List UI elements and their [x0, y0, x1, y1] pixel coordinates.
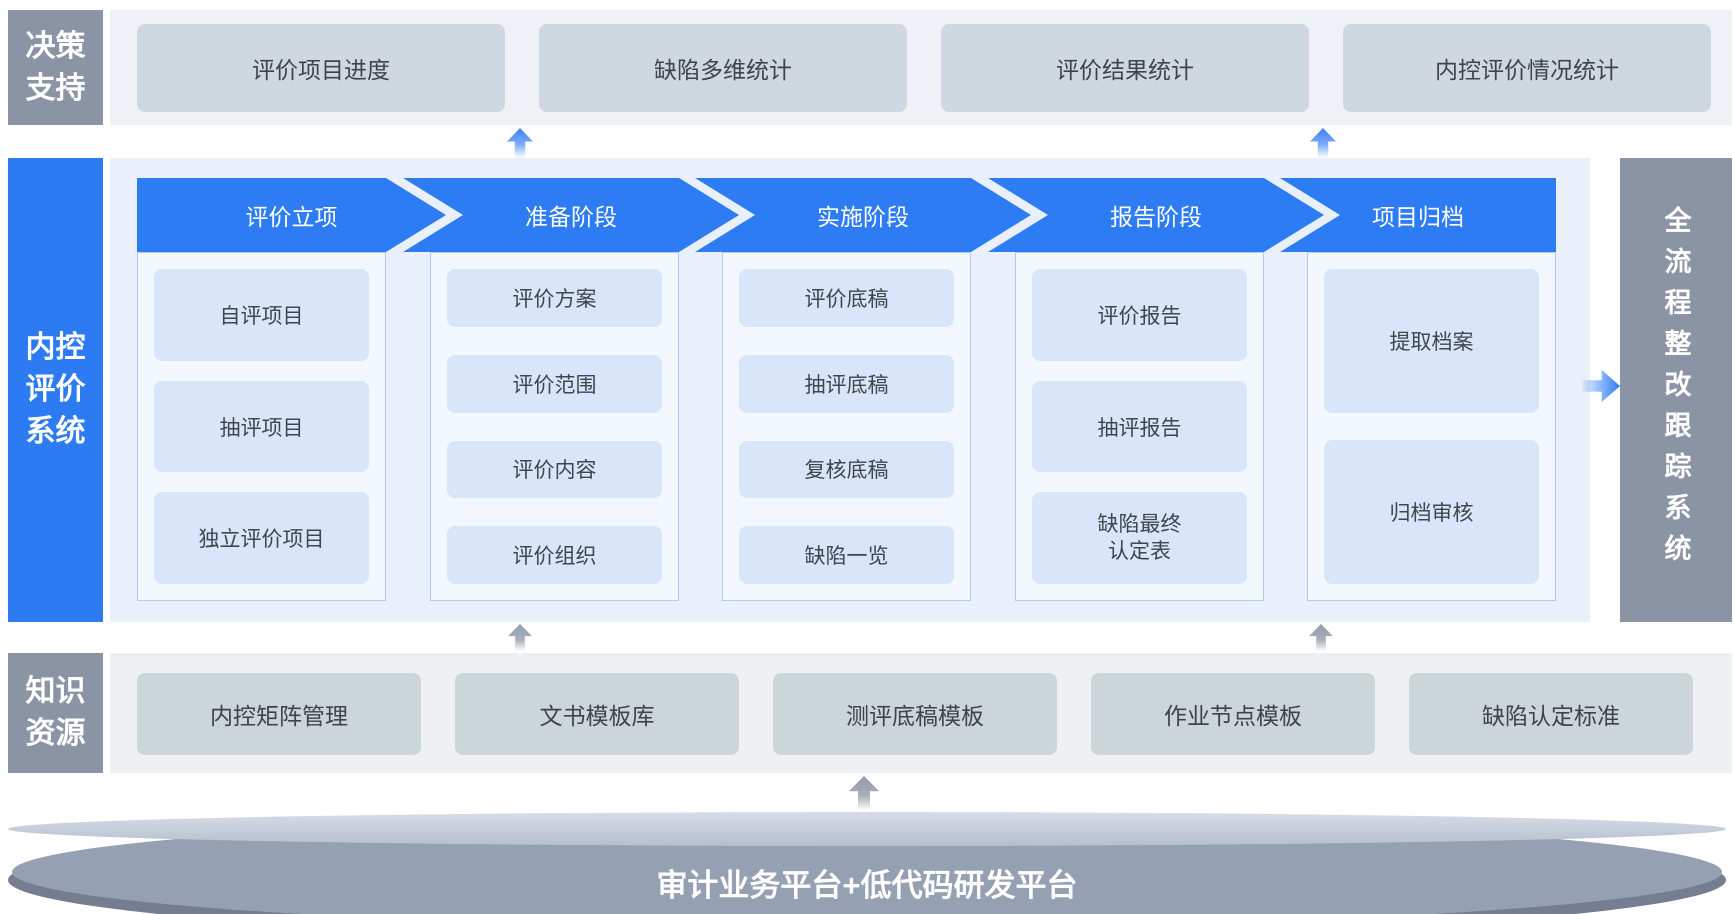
knowledge-resources-strip: 内控矩阵管理 文书模板库 测评底稿模板 作业节点模板 缺陷认定标准 — [110, 653, 1732, 773]
decision-item: 评价项目进度 — [137, 24, 505, 112]
knowledge-resources-label: 知识资源 — [8, 653, 103, 773]
platform-label: 审计业务平台+低代码研发平台 — [656, 868, 1078, 903]
decision-item: 缺陷多维统计 — [539, 24, 907, 112]
knowledge-item: 缺陷认定标准 — [1409, 673, 1693, 755]
decision-support-label: 决策支持 — [8, 10, 103, 125]
stage-header: 实施阶段 — [695, 178, 1031, 252]
stage-item: 抽评项目 — [154, 380, 369, 473]
stage-item: 缺陷最终认定表 — [1032, 492, 1247, 585]
stage-panel: 自评项目 抽评项目 独立评价项目 — [137, 252, 386, 601]
stage-column-preparation: 准备阶段 评价方案 评价范围 评价内容 评价组织 — [430, 158, 679, 622]
stage-item: 评价组织 — [447, 526, 662, 584]
stage-column-project-initiation: 评价立项 自评项目 抽评项目 独立评价项目 — [137, 158, 386, 622]
stage-item: 评价范围 — [447, 354, 662, 413]
stage-item: 评价底稿 — [739, 269, 954, 327]
decision-item: 内控评价情况统计 — [1343, 24, 1711, 112]
stage-panel: 提取档案 归档审核 — [1307, 252, 1556, 601]
stage-panel: 评价报告 抽评报告 缺陷最终认定表 — [1015, 252, 1264, 601]
arrow-up-icon — [1310, 128, 1336, 158]
knowledge-item: 内控矩阵管理 — [137, 673, 421, 755]
arrow-up-icon — [508, 624, 532, 651]
stage-item: 评价内容 — [447, 440, 662, 499]
decision-support-strip: 评价项目进度 缺陷多维统计 评价结果统计 内控评价情况统计 — [110, 10, 1732, 125]
stage-item-text: 缺陷最终认定表 — [1097, 512, 1182, 564]
stage-header: 评价立项 — [137, 178, 446, 252]
knowledge-resources-label-text: 知识资源 — [25, 675, 86, 750]
decision-item: 评价结果统计 — [941, 24, 1309, 112]
stage-item: 提取档案 — [1324, 269, 1539, 413]
tracking-system-label: 全流程整改跟踪系统 — [1660, 205, 1691, 575]
stage-item: 评价方案 — [447, 269, 662, 327]
stage-item: 归档审核 — [1324, 440, 1539, 584]
arrow-up-icon — [849, 776, 879, 810]
stage-column-reporting: 报告阶段 评价报告 抽评报告 缺陷最终认定表 — [1015, 158, 1264, 622]
stage-item: 独立评价项目 — [154, 492, 369, 585]
knowledge-item: 文书模板库 — [455, 673, 739, 755]
stage-item: 复核底稿 — [739, 440, 954, 499]
evaluation-system-label: 内控评价系统 — [8, 158, 103, 622]
stage-item: 自评项目 — [154, 269, 369, 361]
stage-column-archiving: 项目归档 提取档案 归档审核 — [1280, 158, 1556, 622]
stage-panel: 评价底稿 抽评底稿 复核底稿 缺陷一览 — [722, 252, 971, 601]
stage-item: 缺陷一览 — [739, 526, 954, 584]
stage-panel: 评价方案 评价范围 评价内容 评价组织 — [430, 252, 679, 601]
platform-lid — [8, 812, 1726, 846]
tracking-system-bar: 全流程整改跟踪系统 — [1620, 158, 1732, 622]
stage-header: 报告阶段 — [988, 178, 1324, 252]
decision-support-label-text: 决策支持 — [25, 29, 86, 105]
stage-column-implementation: 实施阶段 评价底稿 抽评底稿 复核底稿 缺陷一览 — [722, 158, 971, 622]
stage-item: 抽评报告 — [1032, 380, 1247, 473]
stage-item: 抽评底稿 — [739, 354, 954, 413]
platform-disc: 审计业务平台+低代码研发平台 — [8, 812, 1726, 914]
arrow-up-icon — [1309, 624, 1333, 651]
arrow-up-icon — [507, 128, 533, 158]
stage-header: 项目归档 — [1280, 178, 1556, 252]
knowledge-item: 测评底稿模板 — [773, 673, 1057, 755]
stage-item: 评价报告 — [1032, 269, 1247, 361]
knowledge-item: 作业节点模板 — [1091, 673, 1375, 755]
evaluation-system-label-text: 内控评价系统 — [25, 331, 86, 448]
stage-header: 准备阶段 — [403, 178, 739, 252]
